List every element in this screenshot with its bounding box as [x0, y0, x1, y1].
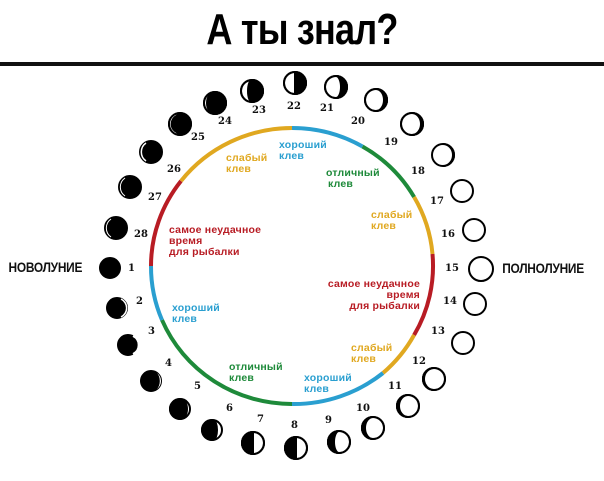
day-number: 4	[165, 358, 172, 369]
moon-day-13-icon	[451, 331, 475, 355]
arc-good-top	[291, 126, 364, 149]
day-number: 19	[384, 137, 398, 148]
day-number: 13	[431, 326, 445, 337]
moon-day-28-icon	[104, 216, 128, 240]
day-number: 28	[134, 229, 148, 240]
moon-day-10-icon	[361, 416, 385, 440]
moon-day-27-icon	[118, 175, 142, 199]
moon-day-15-icon	[468, 256, 494, 282]
arc-good-left	[148, 265, 164, 321]
day-number: 20	[351, 116, 365, 127]
day-number: 11	[388, 381, 402, 392]
moon-phases	[99, 70, 494, 461]
day-number: 23	[252, 105, 266, 116]
day-number: 9	[325, 415, 332, 426]
full-moon-label: ПОЛНОЛУНИЕ	[502, 260, 584, 276]
day-number: 15	[445, 263, 459, 274]
arc-worst-left	[149, 179, 183, 267]
day-number: 10	[356, 403, 370, 414]
day-number: 26	[167, 164, 181, 175]
day-number: 21	[320, 103, 334, 114]
day-number: 8	[291, 420, 298, 431]
moon-day-22-icon	[283, 70, 307, 96]
arc-poor-right	[412, 195, 435, 255]
moon-day-8-icon	[284, 435, 308, 461]
moon-day-18-icon	[431, 143, 455, 167]
moon-day-5-icon	[169, 398, 192, 420]
day-number: 14	[443, 296, 457, 307]
day-number: 3	[148, 326, 155, 337]
moon-day-6-icon	[201, 419, 224, 441]
day-number: 18	[411, 166, 425, 177]
day-number: 16	[441, 229, 455, 240]
arc-excellent-bottom	[160, 319, 293, 407]
day-number: 17	[430, 196, 444, 207]
day-number: 24	[218, 116, 232, 127]
new-moon-label: НОВОЛУНИЕ	[8, 259, 83, 275]
day-number: 27	[148, 192, 162, 203]
arc-good-bottom	[291, 371, 385, 407]
moon-day-20-icon	[364, 88, 388, 112]
moon-day-3-icon	[117, 334, 140, 356]
moon-day-26-icon	[139, 140, 163, 164]
day-number: 1	[128, 263, 135, 274]
day-number: 7	[257, 414, 264, 425]
moon-day-21-icon	[324, 75, 348, 99]
moon-day-2-icon	[106, 297, 128, 319]
page-title: А ты знал?	[206, 5, 398, 54]
moon-day-14-icon	[463, 292, 487, 316]
moon-day-12-icon	[422, 367, 446, 391]
moon-day-24-icon	[203, 91, 227, 116]
moon-day-11-icon	[396, 394, 420, 418]
moon-day-17-icon	[450, 179, 474, 203]
arc-worst-right	[412, 253, 436, 337]
arc-poor-top-left	[179, 126, 293, 183]
day-number: 12	[412, 356, 426, 367]
moon-day-4-icon	[140, 370, 162, 392]
moon-day-9-icon	[327, 430, 351, 454]
day-number: 25	[191, 132, 205, 143]
moon-day-25-icon	[168, 112, 192, 136]
title-divider	[0, 62, 604, 66]
day-number: 6	[226, 403, 233, 414]
day-number: 22	[287, 101, 301, 112]
day-number: 2	[136, 296, 143, 307]
moon-day-7-icon	[241, 430, 265, 456]
fishing-quality-ring	[148, 126, 436, 407]
arc-excellent-top	[361, 144, 416, 199]
arc-poor-bottom-right	[381, 334, 416, 375]
moon-day-23-icon	[240, 79, 264, 104]
day-number: 5	[194, 381, 201, 392]
moon-day-19-icon	[400, 112, 424, 136]
moon-day-1-icon	[99, 257, 121, 279]
moon-day-16-icon	[462, 218, 486, 242]
